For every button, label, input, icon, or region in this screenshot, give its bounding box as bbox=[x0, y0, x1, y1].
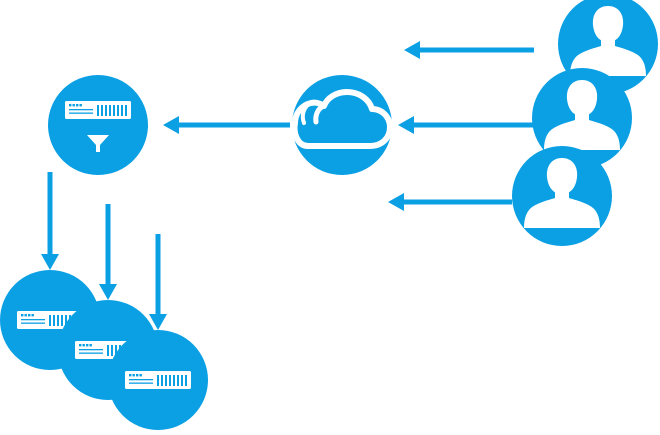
flow-arrow-head bbox=[163, 116, 179, 134]
flow-arrow-head bbox=[388, 193, 404, 211]
flow-arrow-head bbox=[41, 254, 59, 270]
load-balancer-node bbox=[48, 75, 148, 175]
user-node bbox=[512, 146, 612, 246]
server-icon bbox=[125, 371, 191, 389]
user-node bbox=[532, 68, 632, 168]
cloud-node bbox=[292, 75, 392, 175]
server-node bbox=[108, 330, 208, 430]
server-icon bbox=[65, 101, 131, 119]
flow-arrows bbox=[41, 41, 534, 330]
flow-arrow-head bbox=[99, 284, 117, 300]
flow-arrow-head bbox=[404, 41, 420, 59]
flow-arrow-head bbox=[149, 314, 167, 330]
flow-arrow-head bbox=[398, 116, 414, 134]
